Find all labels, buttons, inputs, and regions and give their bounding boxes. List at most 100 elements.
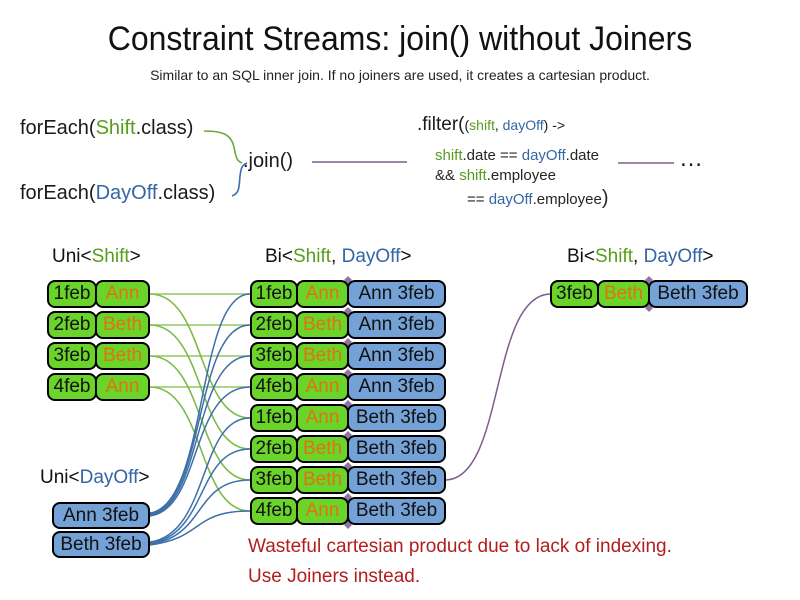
shift-employee-cell: Ann bbox=[95, 373, 150, 401]
shift-type-token: Shift bbox=[595, 246, 634, 267]
dayoff-class-token: DayOff bbox=[95, 182, 158, 204]
pair-dayoff-cell: Ann 3feb bbox=[347, 373, 446, 401]
code-filter-line4: == dayOff.employee) bbox=[467, 187, 609, 210]
shift-class-token: Shift bbox=[95, 117, 136, 139]
header-text: > bbox=[138, 467, 150, 488]
join-bracket-shift-line bbox=[203, 130, 243, 164]
ann-dayoff-to-row3-line bbox=[149, 355, 251, 516]
header-text: Uni< bbox=[40, 467, 80, 488]
slide-subtitle: Similar to an SQL inner join. If no join… bbox=[150, 67, 650, 83]
pair-date-cell: 2feb bbox=[250, 311, 298, 339]
pair-employee-cell: Ann bbox=[296, 404, 349, 432]
code-foreach-shift: forEach(Shift.class) bbox=[20, 117, 193, 140]
dayoff-cell: Ann 3feb bbox=[52, 502, 150, 529]
shift-date-cell: 2feb bbox=[47, 311, 97, 339]
code-text: .date bbox=[565, 147, 600, 164]
code-text: ) -> bbox=[543, 117, 566, 133]
dayoff-cell: Beth 3feb bbox=[52, 531, 150, 558]
beth-dayoff-to-row5-line bbox=[149, 417, 251, 543]
code-text: == bbox=[467, 191, 489, 208]
code-text: , bbox=[494, 117, 503, 133]
pair-employee-cell: Ann bbox=[296, 280, 349, 308]
ann-dayoff-to-row1-line bbox=[149, 293, 251, 514]
shift2-to-row6-line bbox=[149, 324, 251, 450]
shift-type-token: Shift bbox=[293, 246, 332, 267]
code-text: .filter( bbox=[417, 114, 465, 135]
pair-dayoff-cell: Ann 3feb bbox=[347, 342, 446, 370]
pair-employee-cell: Beth bbox=[597, 280, 650, 308]
ann-dayoff-to-row2-line bbox=[149, 324, 251, 515]
dayoff-type-token: DayOff bbox=[79, 467, 139, 488]
beth-dayoff-to-row7-line bbox=[149, 479, 251, 545]
pair-employee-cell: Beth bbox=[296, 466, 349, 494]
pair-employee-cell: Beth bbox=[296, 435, 349, 463]
shift-employee-cell: Beth bbox=[95, 311, 150, 339]
code-text: .employee bbox=[486, 167, 556, 184]
code-text: .employee bbox=[532, 191, 602, 208]
shift-type-token: Shift bbox=[91, 246, 130, 267]
code-text: .date == bbox=[462, 147, 522, 164]
header-text: > bbox=[702, 246, 714, 267]
code-filter-head: .filter((shift, dayOff) -> bbox=[417, 114, 565, 136]
code-foreach-dayoff: forEach(DayOff.class) bbox=[20, 182, 215, 205]
header-text: Bi< bbox=[265, 246, 293, 267]
pair-date-cell: 2feb bbox=[250, 435, 298, 463]
shift-employee-cell: Beth bbox=[95, 342, 150, 370]
dayoff-token: dayOff bbox=[488, 191, 533, 208]
code-filter-line2: shift.date == dayOff.date bbox=[435, 147, 599, 164]
pair-dayoff-cell: Beth 3feb bbox=[347, 466, 446, 494]
header-text: Uni< bbox=[52, 246, 92, 267]
code-text: && bbox=[435, 167, 460, 184]
shift1-to-row5-line bbox=[149, 293, 251, 419]
uni-shift-header: Uni<Shift> bbox=[52, 246, 141, 268]
shift-param-token: shift bbox=[469, 117, 495, 133]
shift-token: shift bbox=[459, 167, 487, 184]
code-text: .class) bbox=[135, 117, 194, 139]
code-text: ) bbox=[601, 187, 609, 209]
shift3-to-row7-line bbox=[149, 355, 251, 481]
ann-dayoff-to-row4-line bbox=[149, 386, 251, 517]
dayoff-row: Beth 3feb bbox=[52, 531, 150, 558]
shift4-to-row8-line bbox=[149, 386, 251, 512]
code-text: .class) bbox=[157, 182, 216, 204]
shift-date-cell: 1feb bbox=[47, 280, 97, 308]
bi-shift-dayoff-header-right: Bi<Shift, DayOff> bbox=[567, 246, 713, 268]
pair-date-cell: 3feb bbox=[550, 280, 599, 308]
header-text: > bbox=[400, 246, 412, 267]
filter-params: (shift, dayOff) -> bbox=[465, 117, 566, 133]
dayoff-token: dayOff bbox=[521, 147, 566, 164]
pair-employee-cell: Beth bbox=[296, 311, 349, 339]
code-text: forEach( bbox=[20, 117, 96, 139]
code-text: forEach( bbox=[20, 182, 96, 204]
shift-date-cell: 3feb bbox=[47, 342, 97, 370]
pair-date-cell: 1feb bbox=[250, 404, 298, 432]
dayoff-param-token: dayOff bbox=[502, 117, 544, 133]
pair-employee-cell: Ann bbox=[296, 497, 349, 525]
warning-note-line2: Use Joiners instead. bbox=[248, 566, 421, 587]
code-filter-line3: && shift.employee bbox=[435, 167, 556, 184]
pair-dayoff-cell: Beth 3feb bbox=[347, 497, 446, 525]
pair-date-cell: 1feb bbox=[250, 280, 298, 308]
shift-employee-cell: Ann bbox=[95, 280, 150, 308]
dayoff-row: Ann 3feb bbox=[52, 502, 150, 529]
warning-note-line1: Wasteful cartesian product due to lack o… bbox=[248, 536, 672, 557]
pair-dayoff-cell: Ann 3feb bbox=[347, 311, 446, 339]
shift-token: shift bbox=[435, 147, 463, 164]
pair-date-cell: 4feb bbox=[250, 497, 298, 525]
pair-dayoff-cell: Beth 3feb bbox=[347, 404, 446, 432]
bi-shift-dayoff-header-mid: Bi<Shift, DayOff> bbox=[265, 246, 411, 268]
pair-date-cell: 4feb bbox=[250, 373, 298, 401]
header-text: Bi< bbox=[567, 246, 595, 267]
beth-dayoff-to-row8-line bbox=[149, 510, 251, 546]
pair-employee-cell: Beth bbox=[296, 342, 349, 370]
continuation-ellipsis: … bbox=[679, 145, 703, 172]
header-text: > bbox=[129, 246, 141, 267]
